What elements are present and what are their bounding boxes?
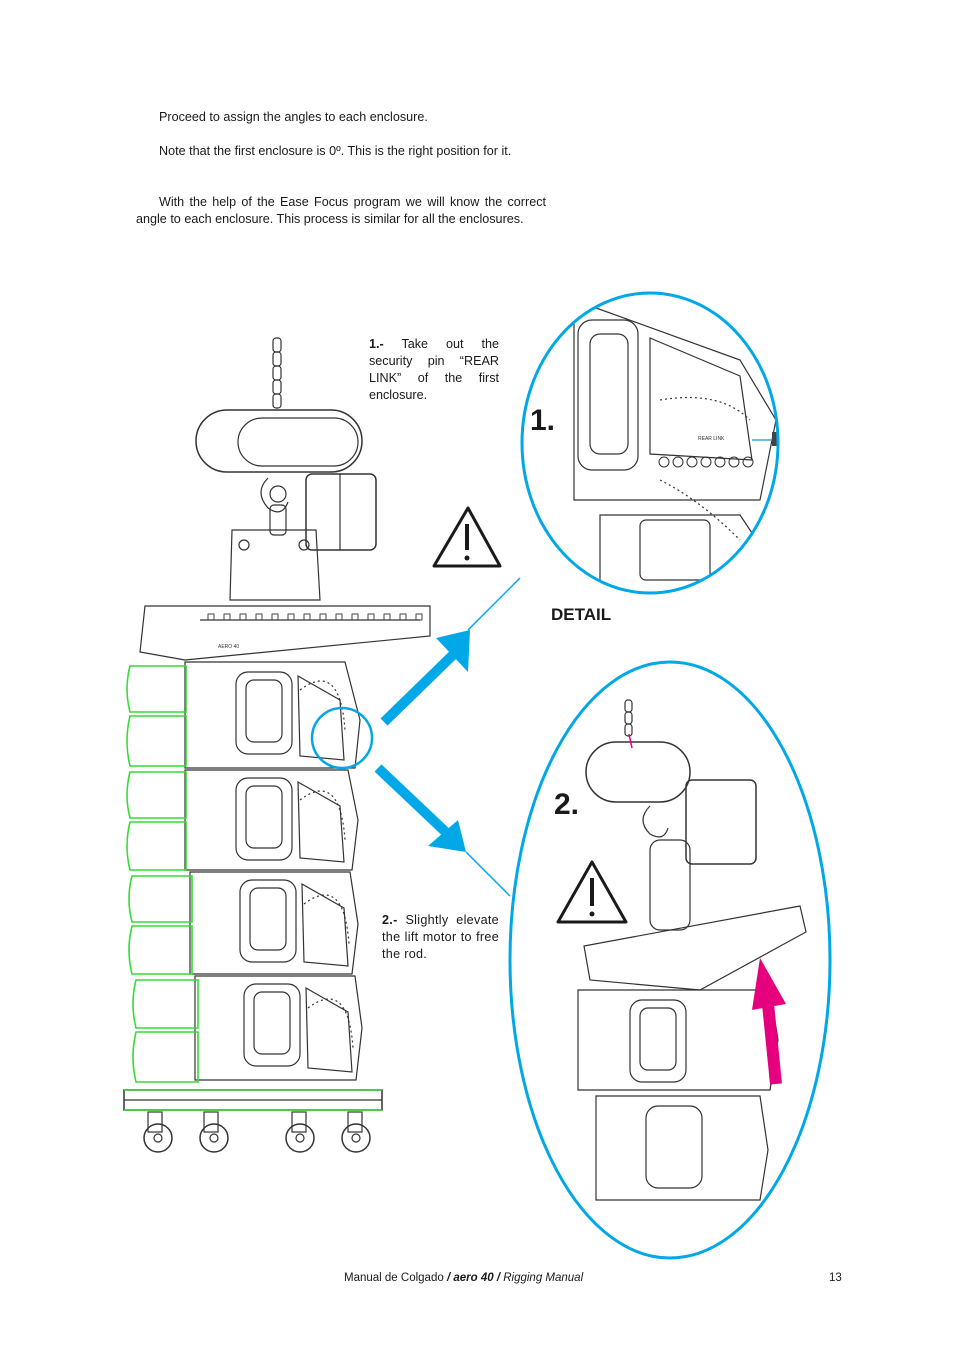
rear-link-label: REAR LINK [698, 436, 725, 442]
page-number: 13 [829, 1272, 842, 1284]
step-2-number: 2.- [382, 913, 398, 927]
warning-triangle-icon [432, 506, 502, 568]
step-2-text: 2.- Slightly elevate the lift motor to f… [382, 912, 499, 963]
detail-marker-circle [310, 706, 374, 770]
footer-right: Rigging Manual [503, 1272, 584, 1284]
detail-2-chain [624, 699, 633, 737]
angle-hole-arcs [299, 680, 354, 1049]
footer-left: Manual de Colgado [344, 1272, 444, 1284]
lift-motor [195, 409, 377, 551]
arrow-icon [380, 577, 521, 726]
callout-number-1: 1. [530, 404, 556, 437]
enclosure-4 [194, 975, 363, 1081]
detail-label: DETAIL [551, 605, 612, 624]
bumper-frame [139, 529, 431, 661]
step-1-description: Take out the security pin “REAR LINK” of… [369, 337, 499, 402]
detail-2-ellipse [508, 660, 832, 1260]
detail-1-circle [520, 291, 780, 595]
chain [272, 337, 282, 409]
intro-paragraph-1: Proceed to assign the angles to each enc… [159, 110, 428, 124]
footer-brand: / aero 40 / [446, 1272, 501, 1284]
enclosure-1 [184, 661, 361, 769]
detail-2-drawing [577, 699, 807, 1201]
highlighted-side-frames [124, 665, 382, 1111]
enclosure-3 [189, 871, 359, 975]
warning-triangle-icon [556, 860, 628, 924]
intro-paragraph-2: Note that the first enclosure is 0º. Thi… [159, 144, 512, 158]
step-2-description: Slightly elevate the lift motor to free … [382, 913, 499, 961]
step-1-number: 1.- [369, 337, 384, 351]
detail-2-chain-mark [628, 733, 633, 749]
speaker-array-drawing [123, 337, 431, 1153]
bumper-holes [207, 613, 423, 621]
enclosure-2 [184, 769, 359, 871]
callout-number-2: 2. [554, 788, 580, 821]
detail-1-rear-link-pin [752, 432, 778, 446]
arrow-icon [374, 764, 511, 897]
page-footer: Manual de Colgado / aero 40 / Rigging Ma… [344, 1272, 583, 1284]
intro-paragraph-3: With the help of the Ease Focus program … [136, 195, 546, 226]
step-1-text: 1.- Take out the security pin “REAR LINK… [369, 336, 499, 404]
lift-arrow-icon [752, 958, 786, 1085]
transport-dolly [123, 1089, 383, 1153]
